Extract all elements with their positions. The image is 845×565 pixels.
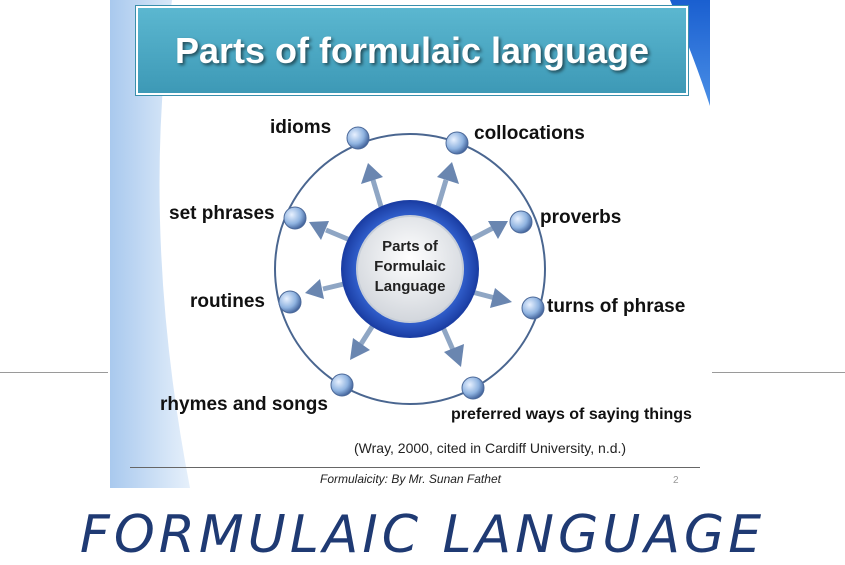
- label-routines: routines: [190, 291, 265, 312]
- center-disc: [356, 215, 464, 323]
- arrow-left-lower: [305, 279, 349, 299]
- node-idioms: [346, 126, 370, 150]
- citation: (Wray, 2000, cited in Cardiff University…: [354, 440, 627, 456]
- slide-decoration: [110, 0, 710, 488]
- right-rule: [712, 372, 845, 373]
- node-preferred-ways: [461, 376, 485, 400]
- node-routines: [278, 290, 302, 314]
- slide-footer: Formulaicity: By Mr. Sunan Fathet: [320, 472, 501, 486]
- center-label-line: Language: [374, 278, 446, 295]
- center-label-line: Formulaic: [374, 258, 446, 275]
- outer-ring: [274, 133, 546, 405]
- label-idioms: idioms: [270, 117, 332, 138]
- label-rhymes-and-songs: rhymes and songs: [160, 394, 328, 415]
- arrow-left-upper: [309, 221, 351, 243]
- node-rhymes-and-songs: [330, 373, 354, 397]
- label-preferred-ways: preferred ways of saying things: [451, 406, 692, 423]
- arrow-right-lower: [471, 288, 512, 308]
- arrow-up-left: [361, 163, 385, 211]
- label-proverbs: proverbs: [540, 207, 622, 228]
- arrow-right-upper: [468, 221, 508, 243]
- center-label: Parts of Formulaic Language: [365, 237, 455, 297]
- label-collocations: collocations: [474, 123, 585, 144]
- diagram: [274, 126, 546, 405]
- arrow-down-right: [439, 323, 464, 367]
- caption-heading: FORMULAIC LANGUAGE: [79, 505, 766, 565]
- slide-title: Parts of formulaic language: [174, 29, 650, 71]
- label-set-phrases: set phrases: [169, 203, 275, 224]
- footer-divider: [130, 467, 700, 468]
- center-label-line: Parts of: [382, 238, 438, 255]
- node-collocations: [445, 131, 469, 155]
- title-banner: Parts of formulaic language: [136, 6, 688, 95]
- arrow-up-right: [434, 162, 459, 211]
- node-turns-of-phrase: [521, 296, 545, 320]
- label-turns-of-phrase: turns of phrase: [547, 296, 686, 317]
- node-set-phrases: [283, 206, 307, 230]
- slide: Parts of formulaic language: [110, 0, 710, 488]
- left-rule: [0, 372, 108, 373]
- node-proverbs: [509, 210, 533, 234]
- arrow-down-left: [350, 320, 378, 360]
- page-number: 2: [673, 475, 679, 486]
